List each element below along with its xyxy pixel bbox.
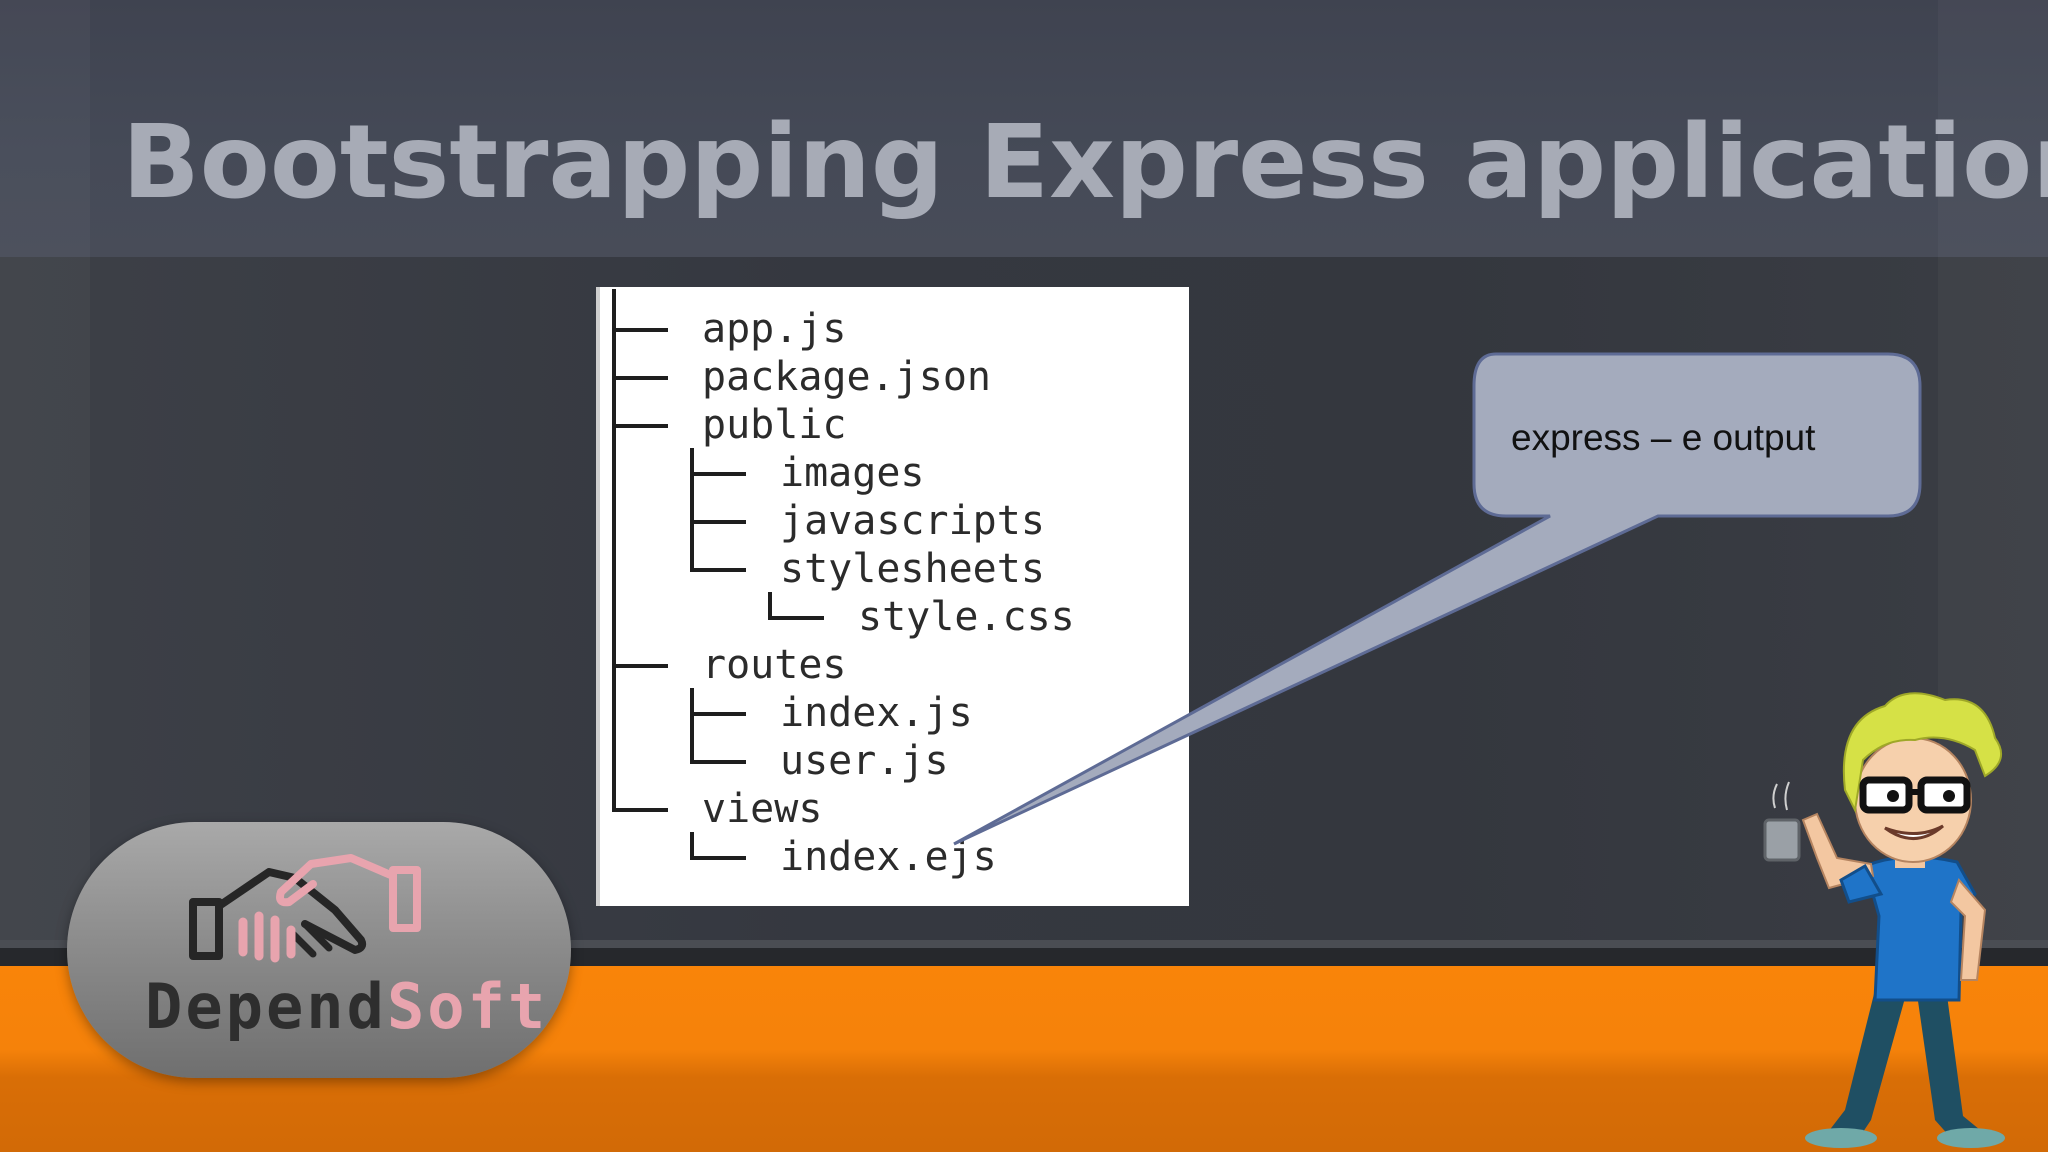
mascot-leg-right [1915, 980, 1985, 1138]
logo-wordmark: DependSoft [145, 974, 548, 1040]
mascot-shoe-left [1805, 1128, 1877, 1148]
callout-text: express – e output [1511, 414, 1815, 462]
dependsoft-logo: DependSoft [67, 822, 571, 1078]
mascot-leg-left [1825, 990, 1905, 1138]
logo-word-soft: Soft [387, 970, 548, 1043]
steam-icon [1773, 782, 1789, 810]
mascot-cup [1765, 820, 1799, 860]
cartoon-developer-mascot [1745, 680, 2045, 1152]
mascot-shirt [1865, 857, 1975, 1000]
mascot-glasses-left [1863, 780, 1909, 810]
mascot-shoe-right [1937, 1128, 2005, 1148]
logo-word-depend: Depend [145, 970, 387, 1043]
handshake-icon [185, 844, 425, 964]
